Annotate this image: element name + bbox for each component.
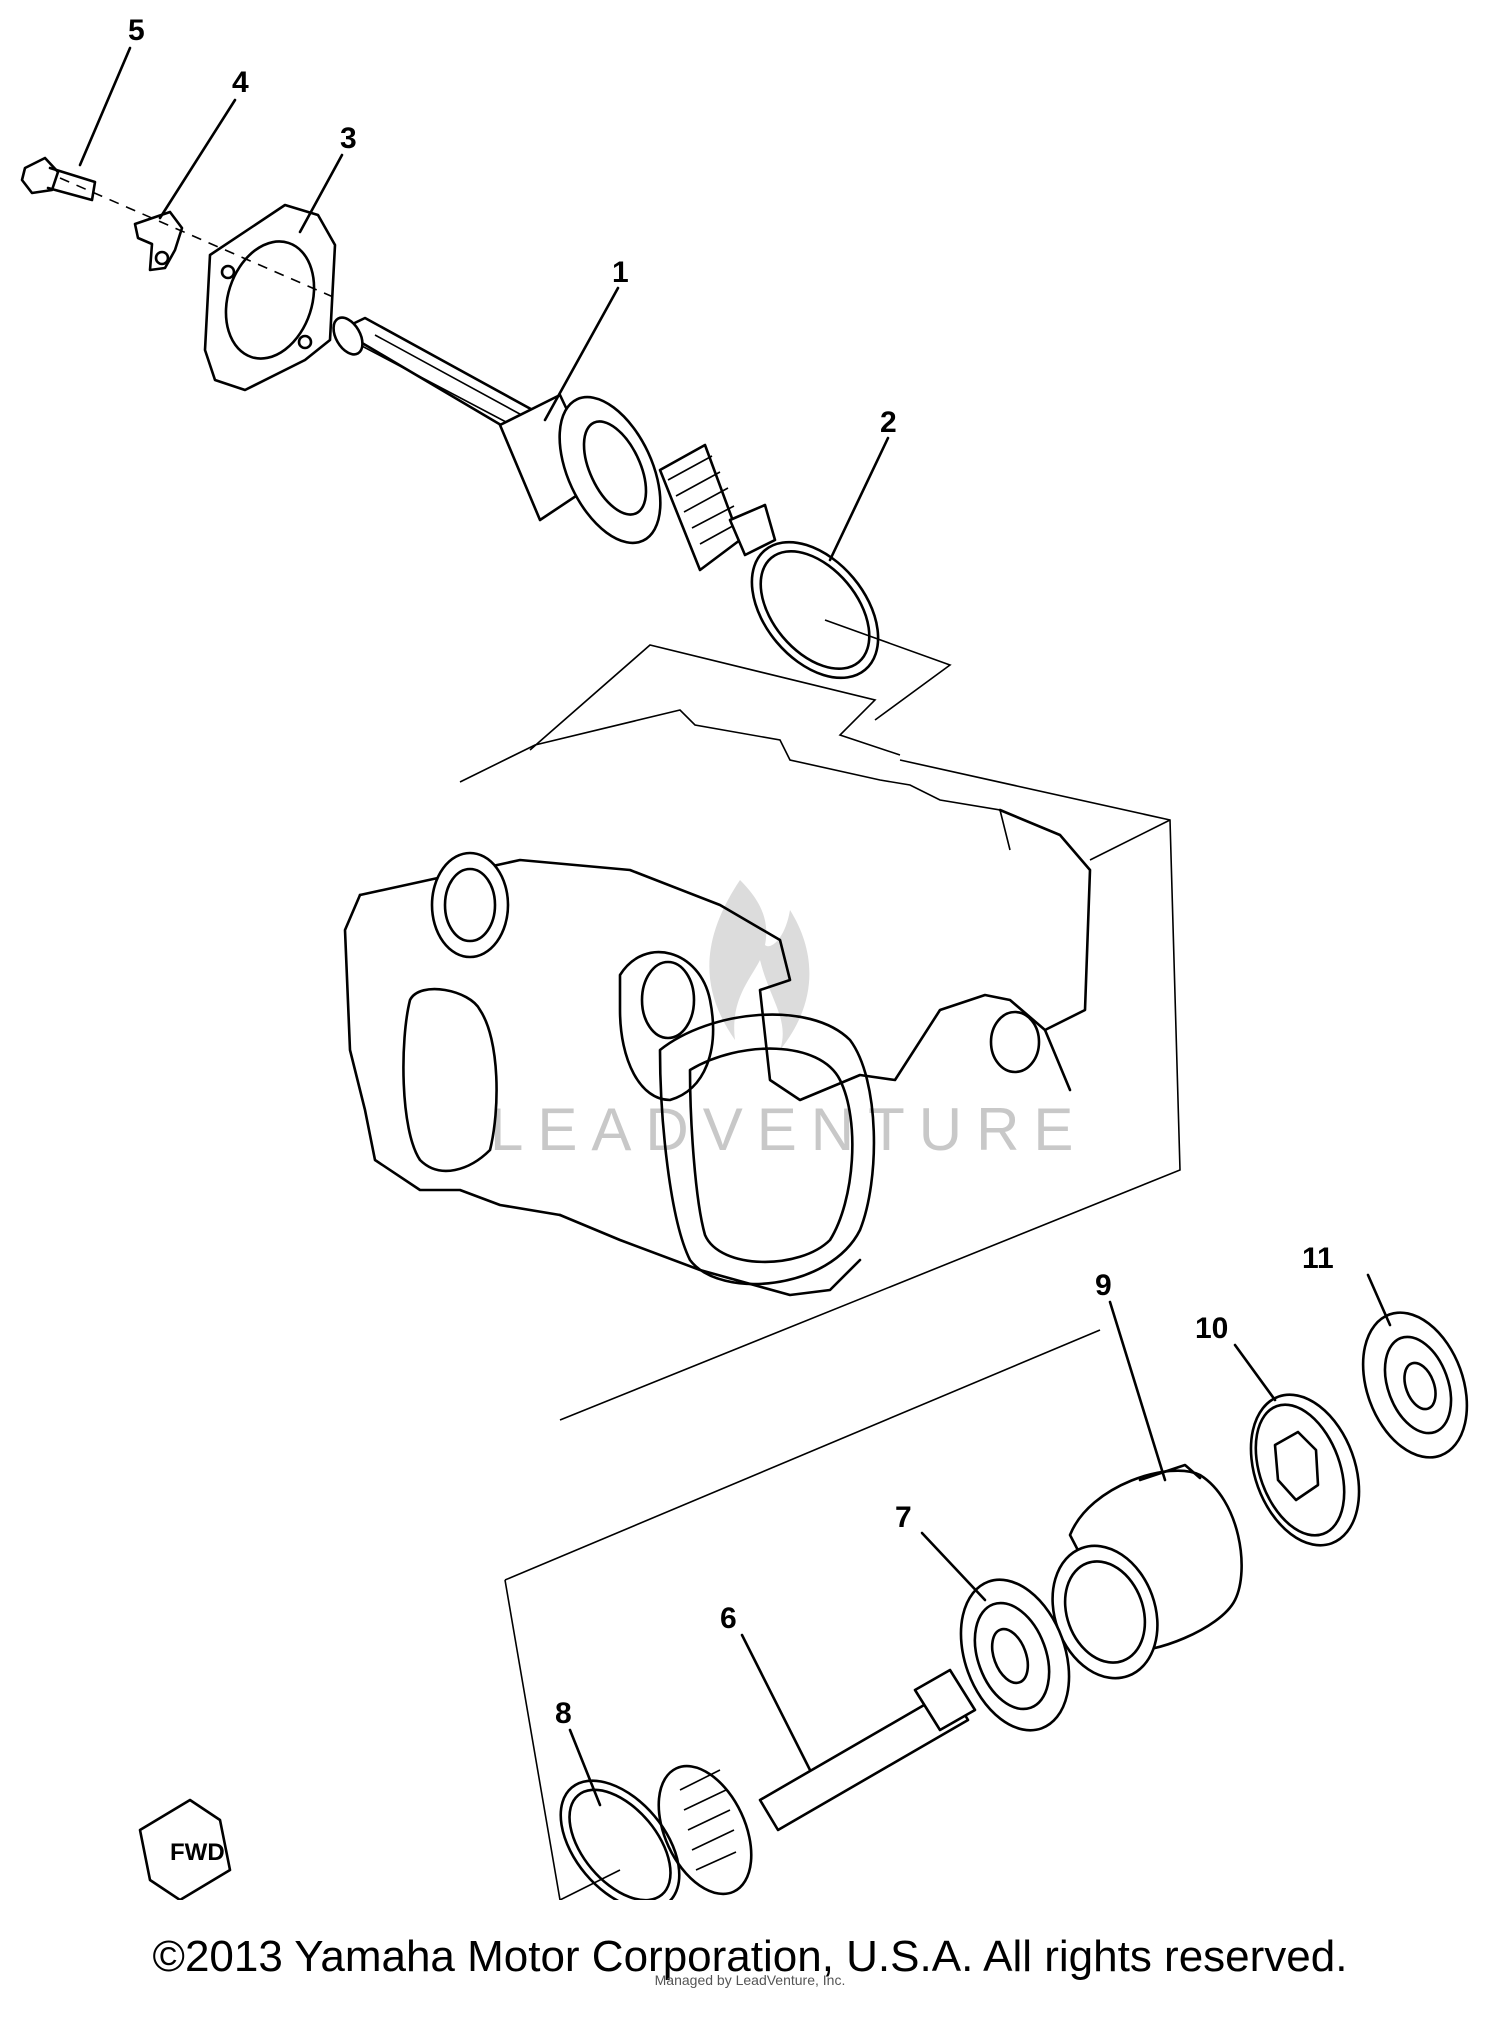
part-7-bearing (959, 1578, 1071, 1732)
callout-7: 7 (895, 1501, 912, 1534)
part-6-shaft (657, 1668, 977, 1896)
footer-note: Managed by LeadVenture, Inc. (654, 1972, 846, 1988)
part-5-bolt (20, 156, 97, 202)
part-9-sleeve (1051, 1463, 1243, 1680)
callout-4: 4 (232, 66, 249, 99)
part-4-bracket (133, 210, 184, 272)
callout-10: 10 (1195, 1312, 1228, 1345)
callout-11: 11 (1302, 1242, 1334, 1275)
callout-9: 9 (1095, 1269, 1112, 1302)
part-3-plate (203, 203, 337, 392)
fwd-arrow-icon: FWD (138, 1798, 232, 1900)
flame-logo-icon (709, 880, 810, 1050)
callouts: 5 4 3 1 2 6 7 8 9 10 11 (128, 14, 1334, 1730)
copyright-text: ©2013 Yamaha Motor Corporation, U.S.A. A… (152, 1932, 1348, 1981)
part-10-seal (1249, 1393, 1361, 1547)
callout-3: 3 (340, 122, 357, 155)
frame-line (504, 1579, 561, 1900)
callout-2: 2 (880, 406, 897, 439)
callout-1: 1 (612, 256, 629, 289)
callout-8: 8 (555, 1697, 572, 1730)
part-11-bearing (1361, 1311, 1469, 1459)
watermark-text: LEADVENTURE (490, 1096, 1087, 1163)
crankcase-outline (343, 644, 1181, 1421)
callout-5: 5 (128, 14, 145, 47)
part-1-shaft (332, 316, 777, 572)
part-8-ring (559, 1779, 681, 1900)
fwd-label: FWD (170, 1839, 225, 1866)
exploded-parts-diagram: LEADVENTURE (20, 14, 1469, 1900)
part-2-ring (750, 540, 952, 721)
callout-6: 6 (720, 1602, 737, 1635)
leader-lines (78, 46, 1392, 1807)
watermark: LEADVENTURE (490, 880, 1087, 1163)
